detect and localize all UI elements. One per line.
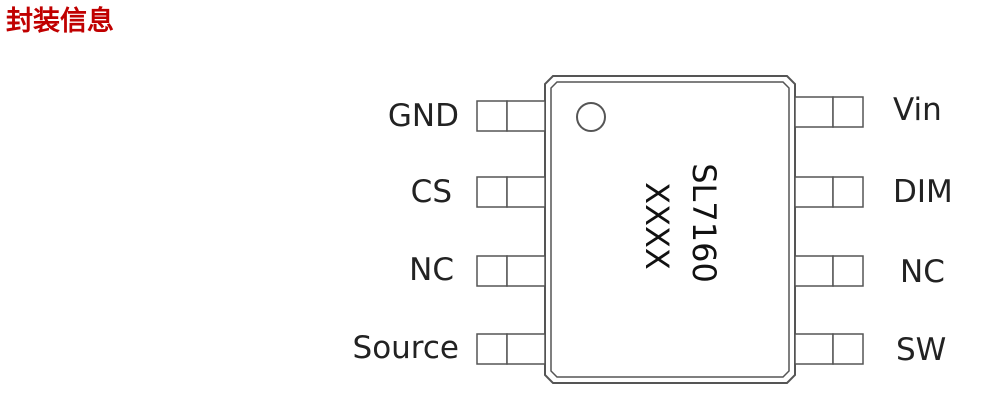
pin-lead-outer (476, 333, 508, 365)
left-pin-3 (476, 255, 546, 287)
pin-lead-inner (506, 176, 546, 208)
right-pins (794, 96, 864, 365)
pin-label-cs: CS (411, 174, 452, 210)
pin-lead-outer (476, 255, 508, 287)
pin-lead-outer (476, 100, 508, 132)
pin-lead-inner (794, 96, 834, 128)
chip-markings: SL7160 XXXX (638, 163, 723, 283)
ic-body-inner-outline (550, 81, 790, 378)
left-pin-2 (476, 176, 546, 208)
pin-label-sw: SW (896, 332, 946, 368)
pin-lead-inner (794, 333, 834, 365)
pin-label-nc-right: NC (900, 254, 945, 290)
right-pin-7 (794, 176, 864, 208)
pin-label-vin: Vin (893, 92, 942, 128)
right-pin-6 (794, 255, 864, 287)
chip-marking-part-number: SL7160 (685, 163, 723, 283)
pin-label-source: Source (353, 330, 459, 366)
pin-lead-inner (506, 100, 546, 132)
right-pin-8 (794, 96, 864, 128)
pin-lead-outer (832, 255, 864, 287)
pin-lead-outer (832, 96, 864, 128)
pin-label-dim: DIM (893, 174, 953, 210)
pin-lead-outer (832, 333, 864, 365)
left-pin-1 (476, 100, 546, 132)
pin-label-gnd: GND (388, 98, 459, 134)
pin-lead-outer (476, 176, 508, 208)
pin-lead-inner (794, 176, 834, 208)
pin1-indicator-circle (576, 102, 606, 132)
left-pins (476, 100, 546, 365)
chip-marking-date-code: XXXX (638, 182, 676, 270)
left-pin-4 (476, 333, 546, 365)
pin-lead-outer (832, 176, 864, 208)
right-pin-labels: Vin DIM NC SW (893, 92, 953, 368)
right-pin-5 (794, 333, 864, 365)
pin-lead-inner (506, 333, 546, 365)
pin-lead-inner (794, 255, 834, 287)
pin-lead-inner (506, 255, 546, 287)
pin-label-nc-left: NC (409, 252, 454, 288)
section-title: 封装信息 (6, 6, 114, 37)
left-pin-labels: GND CS NC Source (353, 98, 459, 366)
